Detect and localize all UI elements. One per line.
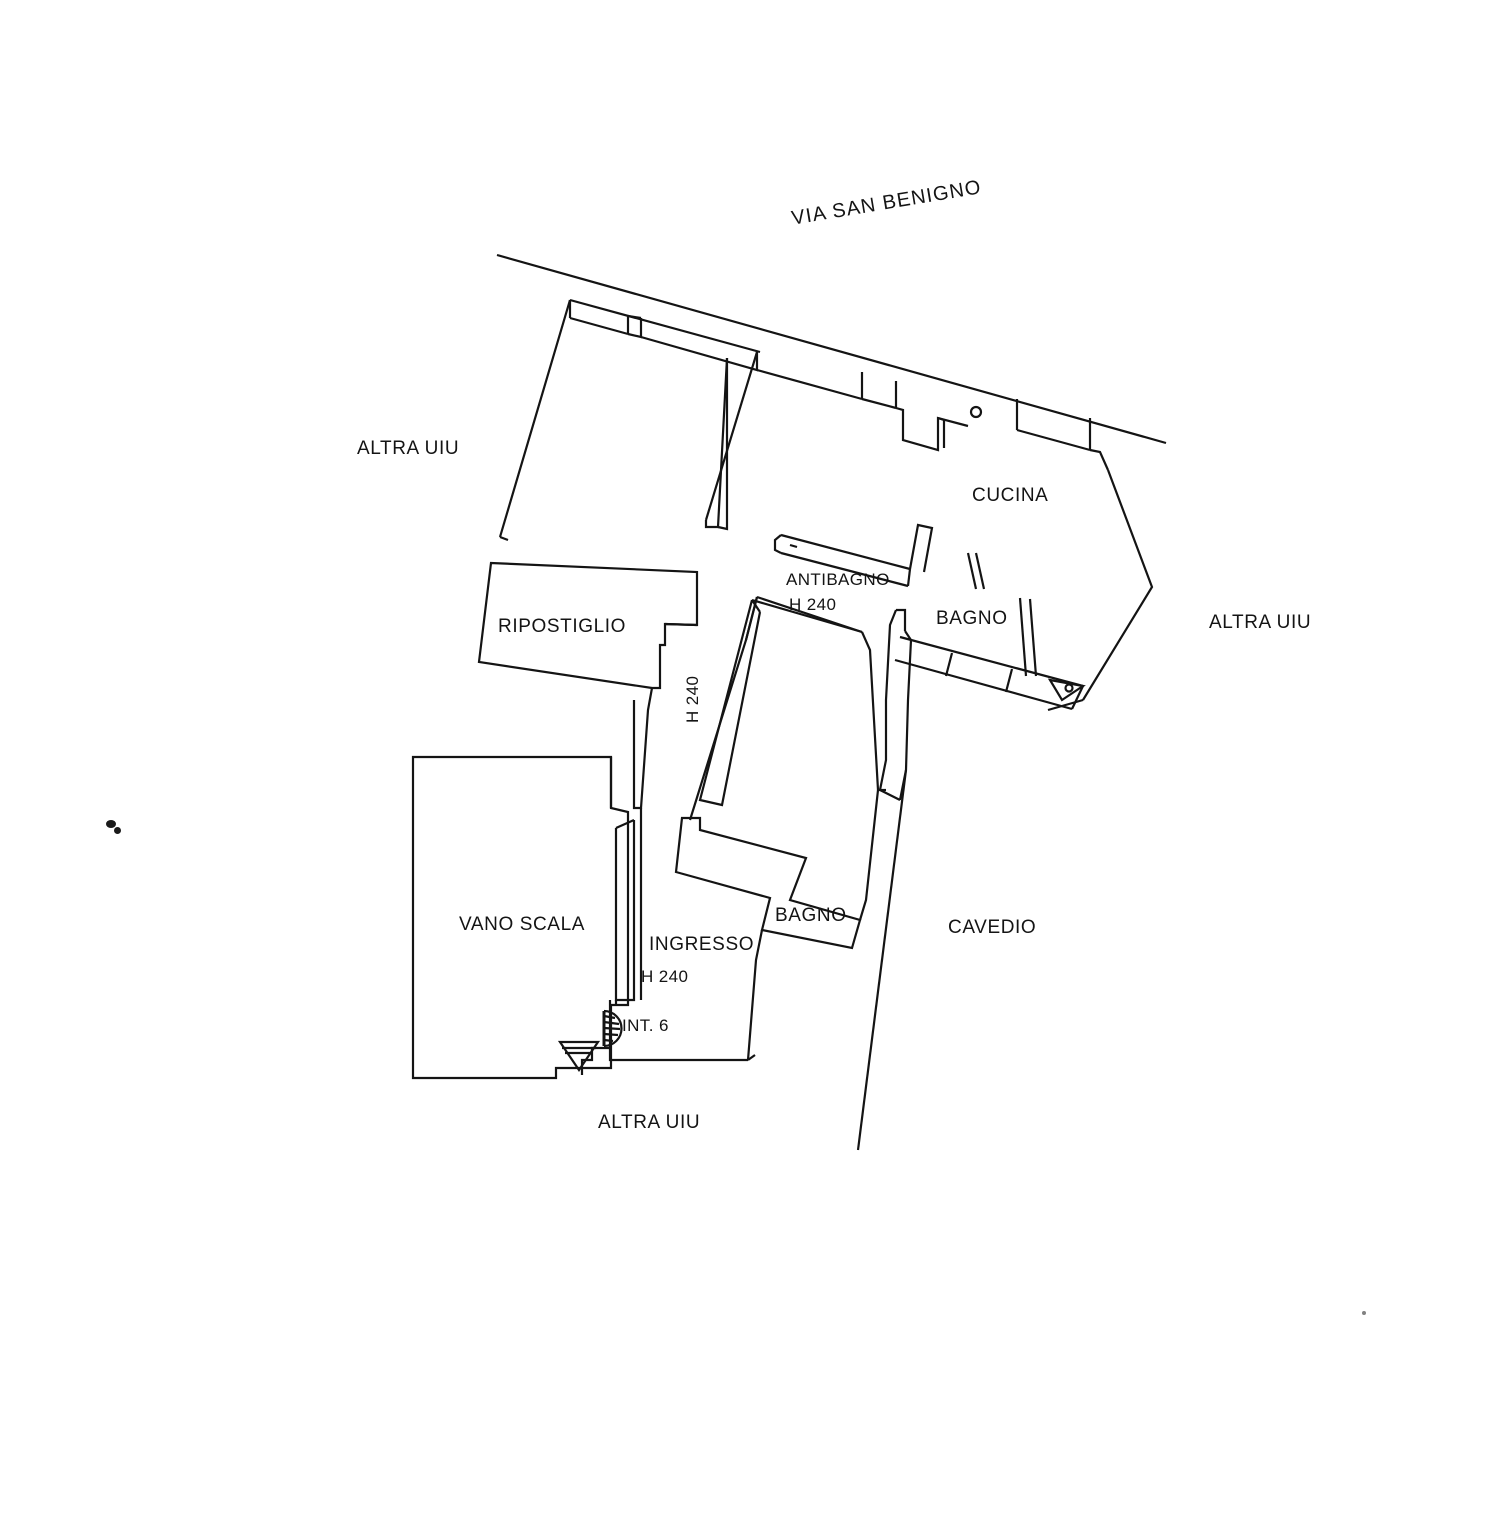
node-wall-top	[896, 608, 907, 631]
wall-linework	[411, 253, 1167, 1151]
node-wall-join	[879, 789, 901, 801]
antibagno-wall-bottom	[780, 551, 909, 588]
bagno-upper-partition2	[974, 552, 986, 590]
antibagno-wall-top	[780, 533, 911, 571]
entry-jamb-inner	[615, 818, 635, 830]
corridor-height-label: H 240	[683, 675, 702, 723]
lower-cross-wall-top	[899, 635, 1084, 688]
bagno-upper-right-wall	[1018, 597, 1028, 677]
corridor-diagonal-outer	[698, 599, 762, 807]
antibagno-wall-left-cap	[773, 534, 782, 554]
pillar-circle-icon	[969, 405, 983, 419]
entry-jamb-outer	[614, 820, 636, 1002]
entrance-hall-right	[746, 929, 764, 1061]
facade-outer-line	[496, 253, 1167, 445]
lower-cross-wall-right-cap	[1071, 685, 1084, 710]
ingresso-wall-run	[756, 595, 863, 634]
ingresso-left-wall2	[744, 596, 759, 641]
ripostiglio-inner-step	[664, 622, 698, 627]
left-unit-right-wall-inner	[704, 357, 729, 529]
cavedio-label: CAVEDIO	[948, 917, 1037, 938]
corridor-diagonal-inner	[751, 599, 761, 613]
bagno-upper-partition	[966, 552, 978, 590]
cross-wall-dot-icon	[1064, 683, 1074, 693]
ingresso-height-label: H 240	[641, 967, 689, 986]
facade-step-right	[627, 318, 643, 339]
entry-door-hatch5	[603, 1038, 614, 1043]
altra-uiu-left-label: ALTRA UIU	[357, 438, 460, 459]
facade-inner-line-left2	[569, 316, 629, 336]
kitchen-duct	[895, 406, 969, 452]
kitchen-window-right-sill	[1016, 428, 1091, 452]
antibagno-wall-left-hook	[789, 543, 798, 549]
altra-uiu-bottom-label: ALTRA UIU	[598, 1112, 701, 1133]
bagno-lower-outline	[674, 816, 862, 950]
left-unit-right-wall	[704, 351, 759, 521]
scan-smudge-left-icon-2	[114, 827, 121, 834]
lower-cross-wall-bottom	[894, 658, 1073, 711]
bagno-upper-right-wall2	[1028, 598, 1038, 677]
antibagno-wall-right-cap	[906, 568, 912, 587]
entrance-hall-bottom2	[747, 1054, 756, 1061]
bagno-upper-label: BAGNO	[936, 608, 1008, 629]
entry-door-hatch2	[603, 1020, 620, 1026]
facade-inner-long	[756, 368, 863, 401]
antibagno-label: ANTIBAGNO	[786, 570, 890, 589]
corridor-inner-right	[860, 631, 880, 791]
ripostiglio-label: RIPOSTIGLIO	[498, 616, 627, 637]
node-wall-left	[878, 609, 898, 791]
entry-door-hatch4	[603, 1032, 619, 1037]
kitchen-duct-inner	[937, 416, 946, 448]
entry-door-hatch1	[603, 1014, 616, 1020]
entrance-hall-bottom	[580, 1046, 748, 1075]
cucina-label: CUCINA	[972, 485, 1049, 506]
ingresso-label: INGRESSO	[649, 934, 755, 955]
antibagno-height-label: H 240	[789, 595, 837, 614]
lower-cross-triangle	[1047, 678, 1086, 702]
kitchen-window-right-step	[1089, 448, 1110, 471]
corridor-left-wall	[632, 687, 654, 810]
facade-balcony-notch	[627, 314, 642, 320]
kitchen-window-left-sill	[861, 397, 897, 410]
facade-inner-line-right	[640, 335, 759, 372]
right-boundary-lower	[1047, 698, 1084, 712]
orientation-arrow-icon	[557, 1040, 601, 1072]
vano-scala-label: VANO SCALA	[459, 914, 586, 935]
scan-smudge-left-icon	[106, 820, 116, 828]
left-unit-partition-vertical	[498, 299, 572, 538]
left-unit-right-wall-foot	[717, 358, 729, 531]
interno-number-label: INT. 6	[622, 1016, 669, 1035]
right-boundary-upper	[1082, 469, 1154, 701]
altra-uiu-right-label: ALTRA UIU	[1209, 612, 1312, 633]
entry-door-swing-icon	[603, 1009, 623, 1048]
cavedio-boundary-line	[856, 769, 908, 1151]
entry-door-hatch3	[603, 1026, 621, 1031]
left-unit-partition-bottom	[499, 535, 509, 542]
ripostiglio-outline	[477, 561, 699, 690]
lower-cross-wall-divider1	[944, 652, 954, 677]
scan-dot-bottom-right-icon	[1362, 1311, 1366, 1315]
lower-cross-wall-divider2	[1004, 668, 1014, 693]
antibagno-partition-up	[908, 523, 934, 573]
facade-inner-line-left	[569, 298, 761, 354]
corridor-right-lower	[858, 789, 880, 921]
bagno-lower-label: BAGNO	[775, 905, 847, 926]
